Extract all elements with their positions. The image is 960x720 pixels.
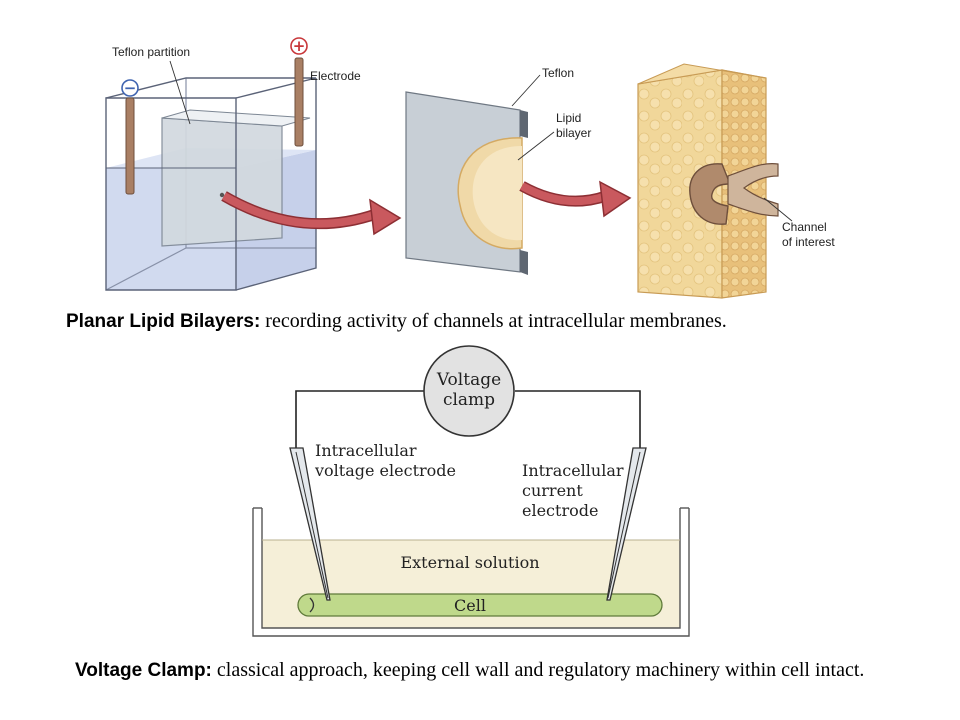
wire-left <box>295 390 427 448</box>
electrode-negative <box>125 97 135 195</box>
label-channel: Channel <box>782 220 827 234</box>
channel-protein <box>689 163 732 225</box>
label-teflon: Teflon <box>542 66 574 80</box>
caption-bilayer-lead: Planar Lipid Bilayers: <box>66 311 261 332</box>
wire-right <box>515 390 641 448</box>
clamp-label-clamp: clamp <box>443 390 495 410</box>
electrode-positive <box>294 57 304 147</box>
minus-sign: − <box>124 79 137 97</box>
arrow-to-channel <box>519 180 632 218</box>
label-current-electrode-1: Intracellular <box>522 461 624 480</box>
caption-clamp-text: classical approach, keeping cell wall an… <box>211 659 865 681</box>
label-current-electrode-2: current <box>522 481 583 500</box>
minus-badge <box>121 79 139 97</box>
plus-badge <box>290 37 308 55</box>
leader-lipid-bilayer <box>517 131 555 161</box>
teflon-sheet-detail: Teflon Lipid bilayer <box>405 66 591 275</box>
membrane-block: Channel of interest <box>637 63 835 299</box>
label-current-electrode-3: electrode <box>522 501 598 520</box>
label-voltage-electrode-1: Intracellular <box>315 441 417 460</box>
channel-pore <box>727 163 779 217</box>
label-teflon-partition: Teflon partition <box>112 45 190 59</box>
leader-teflon-partition <box>169 60 191 125</box>
label-bilayer: bilayer <box>556 126 591 140</box>
voltage-clamp-unit <box>423 345 515 437</box>
caption-bilayer-text: recording activity of channels at intrac… <box>260 310 727 332</box>
teflon-partition <box>161 117 283 247</box>
label-voltage-electrode-2: voltage electrode <box>314 461 456 480</box>
clamp-label-voltage: Voltage <box>436 370 501 390</box>
cell <box>297 593 663 617</box>
plus-sign: + <box>293 37 306 55</box>
leader-teflon <box>511 74 541 107</box>
caption-planar-lipid-bilayers: Planar Lipid Bilayers: recording activit… <box>66 308 946 335</box>
arrow-to-bilayer <box>221 191 402 236</box>
caption-voltage-clamp: Voltage Clamp: classical approach, keepi… <box>75 657 895 684</box>
bath-outer-wall <box>252 508 690 637</box>
membrane-top <box>637 63 767 85</box>
label-of-interest: of interest <box>782 235 835 249</box>
bilayer-aperture <box>219 192 225 198</box>
bilayer-chamber: − + Teflon partition Electrode <box>105 37 361 291</box>
voltage-clamp-setup: Voltage clamp External solution Cell Int… <box>252 345 690 637</box>
label-lipid: Lipid <box>556 111 581 125</box>
leader-channel <box>763 197 793 222</box>
bath-inner-wall <box>261 508 681 629</box>
label-electrode: Electrode <box>310 69 361 83</box>
current-electrode <box>606 447 647 601</box>
label-cell: Cell <box>454 596 486 615</box>
caption-clamp-lead: Voltage Clamp: <box>75 660 212 681</box>
label-external-solution: External solution <box>400 553 539 572</box>
